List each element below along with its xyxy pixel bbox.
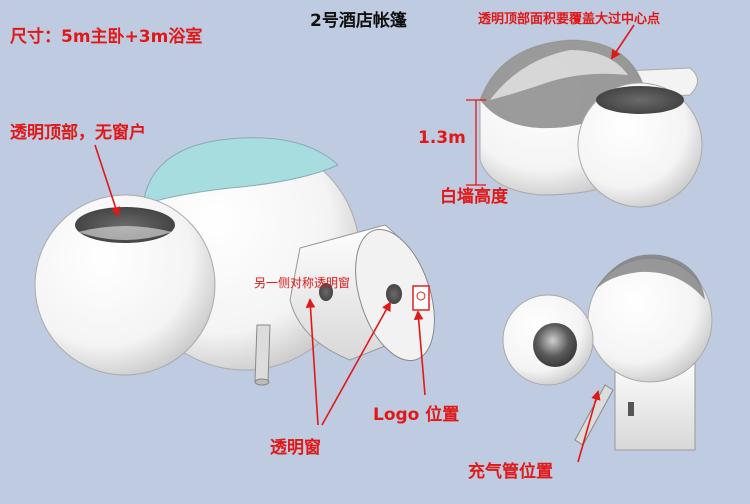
bathroom-sphere [34, 194, 216, 376]
size-label: 尺寸：5m主卧+3m浴室 [10, 27, 203, 47]
transparent-top-label: 透明顶部，无窗户 [10, 123, 146, 143]
symmetric-window-label: 另一侧对称透明窗 [254, 276, 351, 290]
inflation-pipe-label: 充气管位置 [468, 462, 553, 482]
side-window [319, 283, 333, 301]
transparent-dome-cap [142, 137, 339, 206]
side-view [466, 39, 703, 208]
inflation-pipe-top [574, 384, 614, 446]
title: 2号酒店帐篷 [310, 11, 407, 31]
inflation-pipe-main [254, 324, 271, 383]
logo-position-label: Logo 位置 [373, 405, 460, 425]
top-skylight [533, 323, 577, 367]
door-window [386, 284, 402, 304]
main-view [34, 137, 435, 386]
side-sphere [577, 82, 703, 208]
window-label: 透明窗 [270, 438, 321, 458]
top-area-label: 透明顶部面积要覆盖大过中心点 [478, 12, 661, 27]
logo-box [412, 285, 430, 311]
height-value-label: 1.3m [418, 128, 466, 148]
top-view [502, 254, 713, 451]
annotation-arrows [94, 24, 635, 463]
wall-height-label: 白墙高度 [440, 187, 508, 207]
